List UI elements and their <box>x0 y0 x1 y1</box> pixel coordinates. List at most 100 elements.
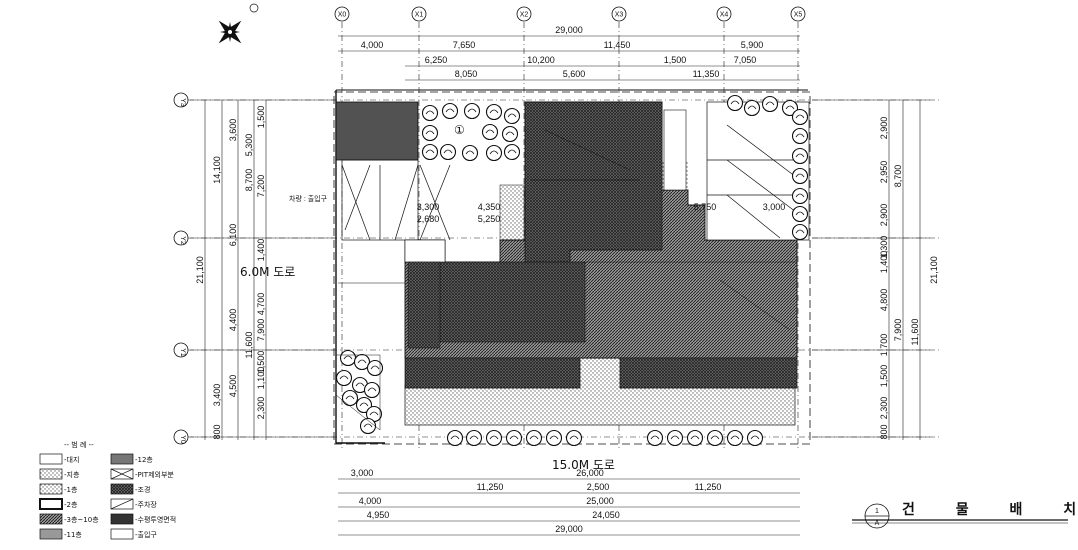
tree-icon <box>545 429 563 447</box>
dim-right-col1: 2,950 <box>879 161 889 184</box>
legend-item: -지층 <box>39 468 80 480</box>
grid-bubble-y: Y0 <box>173 429 189 445</box>
entrance-dots <box>580 358 620 388</box>
legend-label: -주차장 <box>135 500 157 509</box>
dim-left-col4: 1,100 <box>256 367 266 390</box>
grid-label-x: X2 <box>520 12 529 19</box>
dim-left-col3: 5,300 <box>244 134 254 157</box>
dim-bottom-row4: 24,050 <box>592 510 620 520</box>
tree-icon <box>505 429 523 447</box>
dim-left-col2: 4,400 <box>228 309 238 332</box>
dim-left-col4: 4,700 <box>256 293 266 316</box>
tree-icon <box>335 369 353 387</box>
dim-top-row3: 8,050 <box>455 69 478 79</box>
building-footprint <box>404 101 798 389</box>
tree-icon <box>791 127 809 145</box>
dim-top-row1: 4,000 <box>361 40 384 50</box>
north-arrow-icon <box>218 3 259 44</box>
tree-icon <box>461 144 479 162</box>
tree-icon <box>791 205 809 223</box>
title-bubble-bottom: A <box>875 520 880 527</box>
dim-right-col1: 1,500 <box>879 365 889 388</box>
legend-label: -2층 <box>64 500 78 509</box>
dim-left-col4: 7,200 <box>256 175 266 198</box>
tree-icon <box>791 167 809 185</box>
tree-icon <box>503 107 521 125</box>
dim-left-total: 21,100 <box>195 256 205 284</box>
dim-bottom-total: 29,000 <box>555 524 583 534</box>
tree-icon <box>761 95 779 113</box>
dim-inner: 3,000 <box>763 202 786 212</box>
tree-icon <box>355 396 373 414</box>
tree-icon <box>359 417 377 435</box>
dim-left-col3: 11,600 <box>244 332 254 359</box>
dimension-lines <box>190 35 930 536</box>
legend-item: -대지 <box>39 453 79 465</box>
dim-right-col1: 1,700 <box>879 334 889 357</box>
drawing-title: 건 물 배 치 도 <box>902 501 1078 518</box>
dim-top-row1: 7,650 <box>453 40 476 50</box>
tree-icon <box>646 429 664 447</box>
dim-left-col1: 800 <box>212 424 222 439</box>
dim-bottom-row2: 2,500 <box>587 482 610 492</box>
tree-icon <box>565 429 583 447</box>
tree-icon <box>791 187 809 205</box>
title-block: 1 A 건 물 배 치 도 <box>852 501 1078 529</box>
tree-icon <box>791 147 809 165</box>
dim-right-col1: 4,800 <box>879 289 889 312</box>
tree-icon <box>501 125 519 143</box>
legend-label: -1층 <box>64 485 78 494</box>
tree-icon <box>351 376 369 394</box>
grid-label-y: Y0 <box>179 435 186 444</box>
legend-item: -3층~10층 <box>39 513 99 525</box>
dim-top-row2: 1,500 <box>664 55 687 65</box>
dim-bottom-row3: 4,000 <box>359 496 382 506</box>
grid-label-x: X0 <box>338 12 347 19</box>
tree-icon <box>446 429 464 447</box>
grid-bubble-x: X4 <box>716 6 732 22</box>
tree-icon <box>341 389 359 407</box>
legend-item: -출입구 <box>110 528 157 540</box>
legend-title: -- 범 례 -- <box>64 440 94 449</box>
dim-right-col1: 800 <box>879 424 889 439</box>
tree-icon <box>363 381 381 399</box>
grid-label-x: X4 <box>720 12 729 19</box>
tree-icon <box>791 108 809 126</box>
legend-label: -출입구 <box>135 530 157 539</box>
dim-top-row2: 10,200 <box>527 55 555 65</box>
dim-left-col4: 7,900 <box>256 319 266 342</box>
grid-bubble-y: Y1 <box>173 342 189 358</box>
legend-label: -11층 <box>64 530 82 539</box>
landscape-trees <box>335 94 809 447</box>
legend-label: -12층 <box>135 455 153 464</box>
dim-right-col1: 2,900 <box>879 204 889 227</box>
tree-icon <box>421 104 439 122</box>
dim-right-col2: 8,700 <box>893 165 903 188</box>
grid-label-x: X5 <box>794 12 803 19</box>
legend-item: -PIT제외부분 <box>110 468 174 480</box>
grid-label-y: Y2 <box>179 236 186 245</box>
legend-item: -12층 <box>110 453 153 465</box>
dim-left-col1: 3,400 <box>212 384 222 407</box>
parking-stalls <box>341 159 451 241</box>
dim-bottom-row2: 11,250 <box>695 482 722 492</box>
grid-bubble-y: Y2 <box>173 230 189 246</box>
tree-icon <box>485 103 503 121</box>
dim-top-row1: 5,900 <box>741 40 764 50</box>
tree-icon <box>463 102 481 120</box>
dim-left-col1: 14,100 <box>212 156 222 184</box>
tree-icon <box>525 429 543 447</box>
tree-icon <box>743 99 761 117</box>
landscape-strip <box>499 184 525 241</box>
tree-icon <box>421 124 439 142</box>
vehicle-entrance-label: 차량 : 출입구 <box>289 194 328 203</box>
tree-icon <box>485 429 503 447</box>
tree-icon <box>366 359 384 377</box>
dim-right-col1: 1,400 <box>879 251 889 274</box>
dim-inner: 3,300 <box>417 202 440 212</box>
tree-icon <box>353 353 371 371</box>
dim-bottom-row1: 3,000 <box>351 468 374 478</box>
dim-left-col4: 1,500 <box>256 351 266 374</box>
tree-icon <box>666 429 684 447</box>
grid-label-y: Y1 <box>179 348 186 357</box>
